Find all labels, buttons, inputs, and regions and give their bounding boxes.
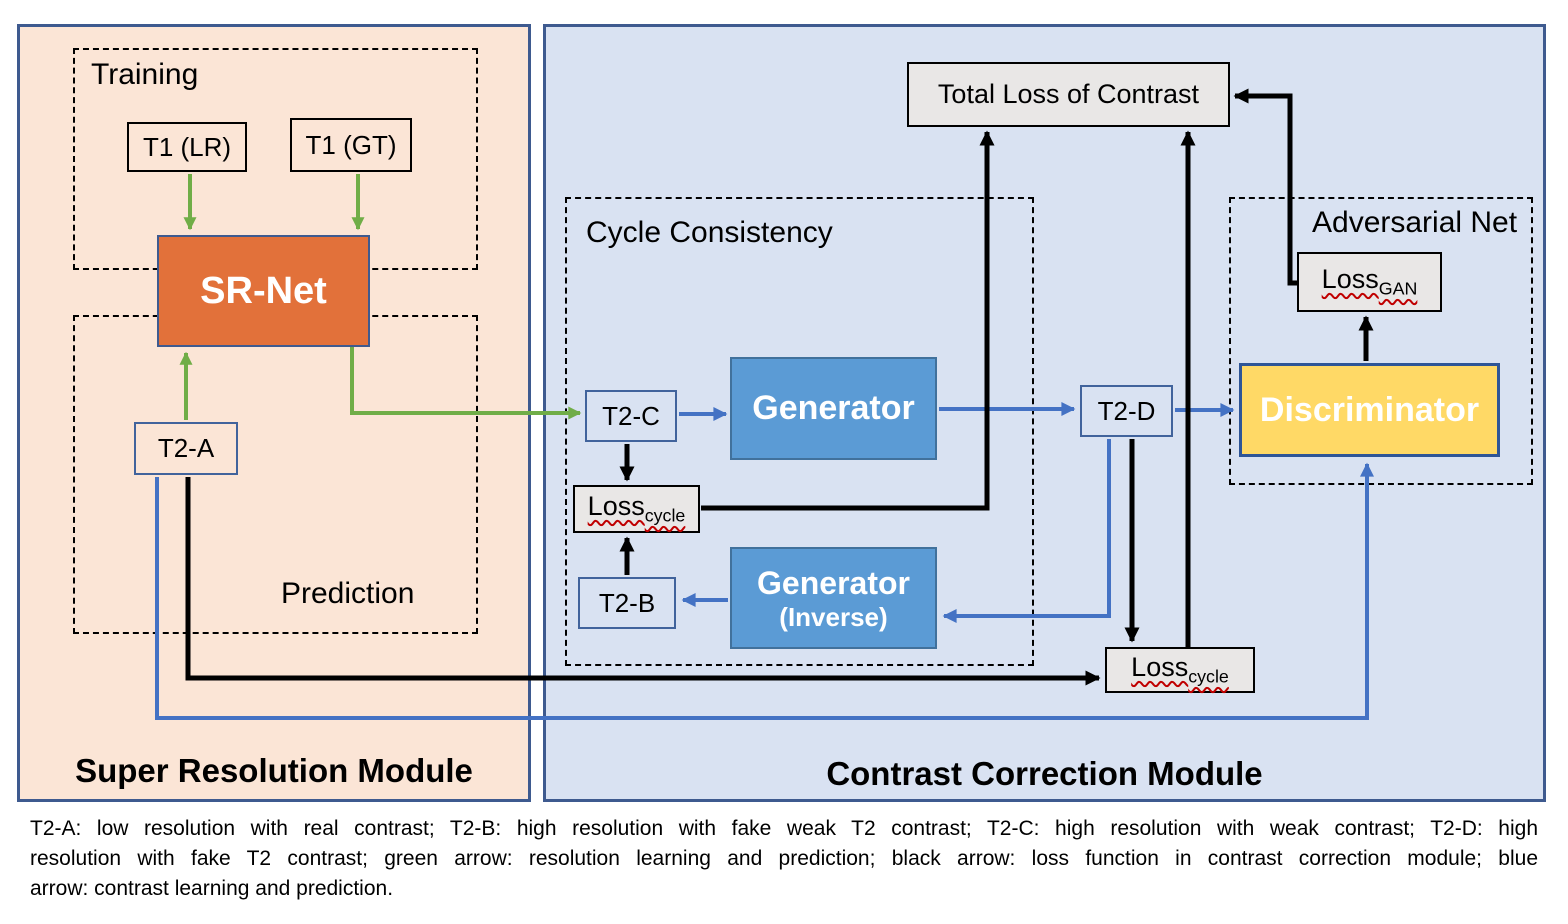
total-loss-of-contrast-box: Total Loss of Contrast — [907, 62, 1230, 127]
total-loss-label: Total Loss of Contrast — [937, 79, 1200, 109]
t2-d-box: T2-D — [1080, 385, 1173, 437]
t2-a-label: T2-A — [157, 433, 215, 463]
t2-c-label: T2-C — [602, 400, 660, 431]
training-group-label: Training — [91, 58, 199, 91]
t2-b-label: T2-B — [598, 587, 656, 618]
t2-b-box: T2-B — [578, 577, 676, 629]
caption-line-1: T2-A: low resolution with real contrast;… — [30, 817, 1538, 840]
t2-a-box: T2-A — [134, 422, 238, 475]
discriminator-label: Discriminator — [1259, 390, 1480, 429]
sr-net-label: SR-Net — [200, 269, 327, 312]
generator-inverse-box: Generator (Inverse) — [730, 547, 937, 649]
contrast-correction-module-title: Contrast Correction Module — [826, 755, 1263, 792]
loss-cycle-upper-box: Losscycle — [573, 485, 700, 533]
super-resolution-module-title: Super Resolution Module — [75, 752, 473, 789]
discriminator-box: Discriminator — [1239, 363, 1500, 457]
adversarial-net-group-label: Adversarial Net — [1312, 206, 1518, 239]
t1-lr-box: T1 (LR) — [127, 122, 247, 172]
generator-inverse-sublabel: (Inverse) — [779, 602, 888, 632]
loss-cycle-upper-subscript: cycle — [644, 505, 686, 526]
generator-inverse-label: Generator — [757, 565, 910, 601]
loss-cycle-bottom-box: Losscycle — [1105, 647, 1255, 693]
t1-gt-box: T1 (GT) — [290, 118, 412, 172]
loss-gan-label: Loss — [1321, 264, 1379, 295]
sr-net-box: SR-Net — [157, 235, 370, 347]
t2-c-box: T2-C — [585, 390, 677, 442]
loss-cycle-bottom-subscript: cycle — [1188, 666, 1229, 687]
loss-gan-subscript: GAN — [1378, 278, 1418, 299]
figure-caption: T2-A: low resolution with real contrast;… — [30, 814, 1538, 904]
cycle-consistency-group-label: Cycle Consistency — [586, 216, 833, 249]
adversarial-net-group-box — [1229, 197, 1533, 485]
t1-gt-label: T1 (GT) — [305, 129, 397, 160]
t1-lr-label: T1 (LR) — [142, 131, 232, 162]
prediction-group-label: Prediction — [281, 577, 415, 610]
caption-line-3: arrow: contrast learning and prediction. — [30, 877, 394, 900]
t2-d-label: T2-D — [1097, 395, 1156, 426]
loss-cycle-bottom-label: Loss — [1131, 652, 1189, 683]
loss-gan-box: LossGAN — [1297, 252, 1442, 312]
generator-box: Generator — [730, 357, 937, 460]
caption-line-2: resolution with fake T2 contrast; green … — [30, 847, 1538, 870]
loss-cycle-upper-label: Loss — [587, 491, 645, 522]
generator-label: Generator — [752, 389, 915, 427]
